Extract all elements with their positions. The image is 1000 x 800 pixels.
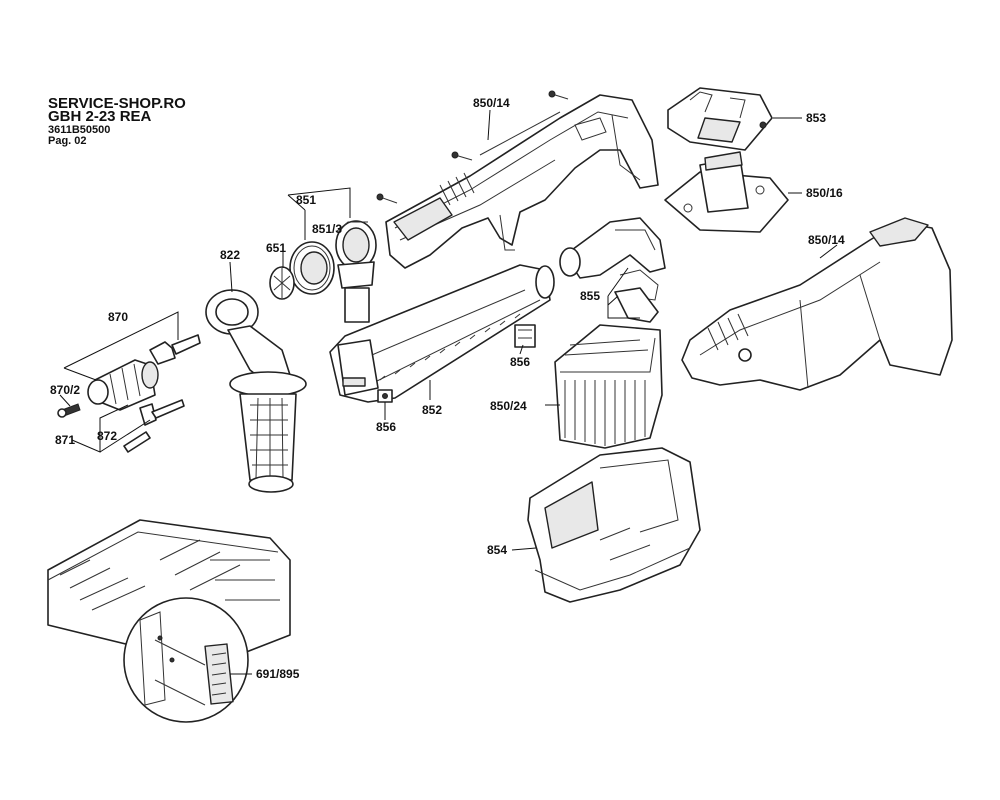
label-850-24: 850/24 [490,399,527,413]
label-851: 851 [296,193,316,207]
suction-adapter [335,220,377,323]
label-691-895: 691/895 [256,667,300,681]
label-853: 853 [806,111,826,125]
screw-icon [451,151,473,161]
clip-856-right [514,324,536,348]
filter-holder [664,151,789,233]
label-854: 854 [487,543,507,557]
label-651: 651 [266,241,286,255]
chuck-adapter [149,334,201,365]
seal-ring [289,241,335,295]
suction-elbow [559,217,666,279]
dust-seal-disc [269,266,295,300]
screw-icon [376,193,398,204]
label-850-14-right: 850/14 [808,233,845,247]
chuck-key [123,399,185,453]
label-870-2: 870/2 [50,383,80,397]
model-title: GBH 2-23 REA [48,108,152,125]
label-850-14-top: 850/14 [473,96,510,110]
label-872: 872 [97,429,117,443]
housing-half-upper [385,94,659,269]
part-number: 3611B50500 [48,124,111,136]
dust-box [527,447,701,603]
label-822: 822 [220,248,240,262]
label-850-16: 850/16 [806,186,843,200]
detail-magnifier [123,597,249,723]
label-856-right: 856 [510,355,530,369]
label-852: 852 [422,403,442,417]
housing-half-lower [681,217,953,391]
site-title: SERVICE-SHOP.RO [48,95,186,112]
screw-icon [548,90,569,100]
page-number: Pag. 02 [48,135,87,147]
clip-856-left [377,389,393,403]
drill-chuck [87,359,159,411]
latch-plate [667,87,773,151]
label-871: 871 [55,433,75,447]
label-856-left: 856 [376,420,396,434]
label-855: 855 [580,289,600,303]
dust-tube [329,264,555,403]
label-870: 870 [108,310,128,324]
spring-clip [614,269,659,323]
screw-icon [57,403,81,418]
pleated-filter [554,324,663,449]
leader-lines [59,109,838,675]
label-851-3: 851/3 [312,222,342,236]
auxiliary-handle [205,289,307,493]
